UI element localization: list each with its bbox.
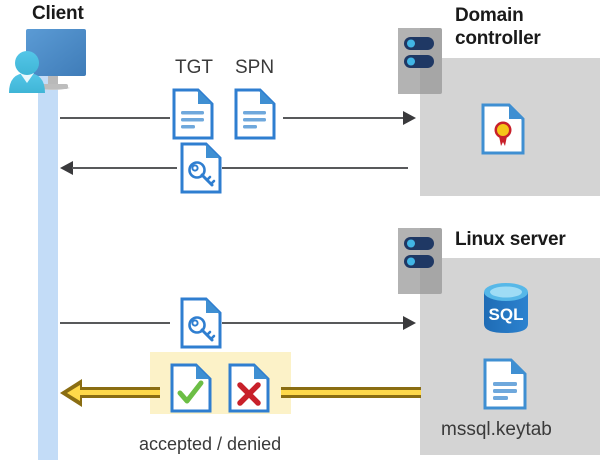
ticket-key-document-icon	[180, 142, 222, 194]
tgt-document-icon	[172, 88, 214, 140]
tgt-label: TGT	[175, 57, 213, 78]
service-ticket-arrowhead	[403, 316, 416, 330]
service-ticket-key-document-icon	[180, 297, 222, 349]
document-certificate-icon	[481, 103, 525, 155]
result-arrowhead	[60, 379, 82, 407]
result-label: accepted / denied	[139, 434, 282, 454]
document-x-icon	[228, 363, 270, 413]
linux-server-label: Linux server	[455, 229, 566, 250]
domain-controller-label-line2: controller	[455, 28, 541, 49]
client-label: Client	[32, 3, 84, 24]
document-check-icon	[170, 363, 212, 413]
request-line-left-segment	[60, 117, 170, 119]
spn-document-icon	[234, 88, 276, 140]
client-lifeline	[38, 70, 58, 460]
result-line-left-segment	[80, 387, 160, 398]
domain-controller-label-line1: Domain	[455, 5, 524, 26]
spn-label: SPN	[235, 57, 275, 78]
service-ticket-line-right-segment	[222, 322, 404, 324]
linux-server-server-icon	[398, 228, 442, 294]
client-workstation-icon	[6, 27, 98, 99]
keytab-filename-label: mssql.keytab	[441, 419, 552, 440]
service-ticket-line-left-segment	[60, 322, 170, 324]
sql-database-icon: SQL	[480, 280, 532, 336]
domain-controller-server-icon	[398, 28, 442, 94]
request-arrowhead	[403, 111, 416, 125]
keytab-document-icon	[483, 358, 527, 410]
result-line-right-segment	[281, 387, 421, 398]
sql-db-text: SQL	[489, 305, 524, 324]
ticket-return-line-right-segment	[222, 167, 408, 169]
request-line-right-segment	[283, 117, 403, 119]
ticket-return-line-left-segment	[72, 167, 177, 169]
ticket-return-arrowhead	[60, 161, 73, 175]
domain-controller-label: Domain controller	[455, 4, 595, 50]
